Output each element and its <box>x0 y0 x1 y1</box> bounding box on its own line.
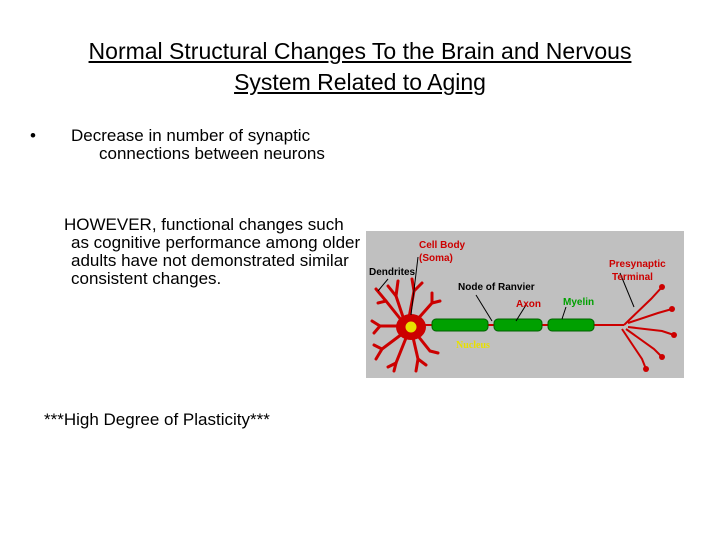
label-nucleus: Nucleus <box>456 340 490 351</box>
label-terminal: Terminal <box>612 272 653 283</box>
label-myelin: Myelin <box>563 297 595 308</box>
plasticity-note: ***High Degree of Plasticity*** <box>44 410 270 429</box>
however-paragraph: HOWEVER, functional changes such as cogn… <box>64 215 361 288</box>
label-cell-body: Cell Body <box>419 240 466 251</box>
slide-title: Normal Structural Changes To the Brain a… <box>88 38 632 95</box>
label-node-of-ranvier: Node of Ranvier <box>458 282 535 293</box>
bullet-text: Decrease in number of synaptic connectio… <box>71 126 325 163</box>
label-axon: Axon <box>516 299 541 310</box>
label-presynaptic: Presynaptic <box>609 259 666 270</box>
dendrites-shape <box>370 277 442 373</box>
bullet-dot: • <box>30 126 36 145</box>
neuron-diagram: Cell Body (Soma) Dendrites Node of Ranvi… <box>366 231 684 378</box>
terminal-boutons <box>643 284 677 372</box>
nucleus-shape <box>404 320 418 334</box>
pointer-lines <box>377 256 635 322</box>
terminal-branches <box>621 286 675 370</box>
label-soma: (Soma) <box>419 253 453 264</box>
label-dendrites: Dendrites <box>369 267 416 278</box>
myelin-sheaths <box>431 318 595 332</box>
neuron-illustration <box>370 256 677 373</box>
